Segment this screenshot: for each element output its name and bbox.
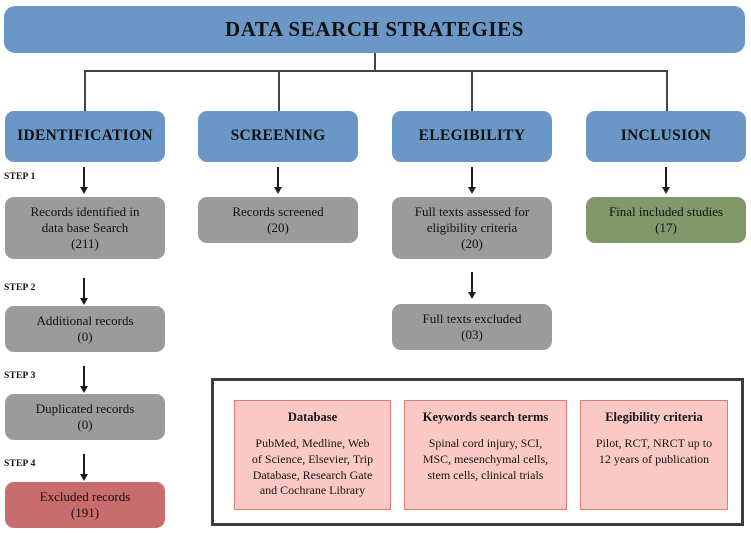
info-card-database-body: PubMed, Medline, Web of Science, Elsevie… xyxy=(252,436,373,499)
stage-inclusion-label: INCLUSION xyxy=(620,127,712,145)
box-duplicated-records: Duplicated records (0) xyxy=(5,394,165,440)
full-texts-excluded-line1: Full texts excluded xyxy=(422,311,522,327)
keywords-line2: MSC, mesenchymal cells, xyxy=(422,451,549,466)
elegibility-line2: 12 years of publication xyxy=(598,451,710,466)
connector-horizontal-bus xyxy=(84,70,667,72)
additional-records-line1: Additional records xyxy=(36,313,134,329)
info-card-keywords: Keywords search terms Spinal cord injury… xyxy=(404,400,567,510)
keywords-line1: Spinal cord injury, SCI, xyxy=(428,436,543,450)
stage-screening-label: SCREENING xyxy=(230,127,326,145)
box-full-texts-excluded: Full texts excluded (03) xyxy=(392,304,552,350)
arrow-to-records-screened xyxy=(271,167,285,194)
diagram-title: DATA SEARCH STRATEGIES xyxy=(224,16,525,41)
info-card-elegibility-criteria: Elegibility criteria Pilot, RCT, NRCT up… xyxy=(580,400,728,510)
info-card-database-title: Database xyxy=(287,410,338,424)
box-final-included-studies: Final included studies (17) xyxy=(586,197,746,243)
step-label-3: STEP 3 xyxy=(4,371,36,381)
diagram-title-banner: DATA SEARCH STRATEGIES xyxy=(4,6,745,53)
box-additional-records: Additional records (0) xyxy=(5,306,165,352)
connector-root-stem xyxy=(374,53,376,71)
full-texts-assessed-count: (20) xyxy=(461,235,483,251)
duplicated-records-line1: Duplicated records xyxy=(35,401,135,417)
info-card-database: Database PubMed, Medline, Web of Science… xyxy=(234,400,391,510)
box-records-screened: Records screened (20) xyxy=(198,197,358,243)
step-label-4: STEP 4 xyxy=(4,459,36,469)
full-texts-assessed-line2: eligibility criteria xyxy=(426,220,518,236)
box-full-texts-assessed: Full texts assessed for eligibility crit… xyxy=(392,197,552,259)
database-line4: and Cochrane Library xyxy=(259,483,366,498)
records-screened-count: (20) xyxy=(267,220,289,235)
arrow-to-full-texts-excluded xyxy=(465,272,479,299)
final-included-line1: Final included studies xyxy=(608,204,724,220)
stage-screening: SCREENING xyxy=(198,111,358,162)
excluded-records-line1: Excluded records xyxy=(39,489,131,505)
final-included-count: (17) xyxy=(655,220,677,235)
elegibility-line1: Pilot, RCT, NRCT up to xyxy=(595,436,713,450)
step-label-1: STEP 1 xyxy=(4,172,36,182)
box-records-identified: Records identified in data base Search (… xyxy=(5,197,165,259)
box-excluded-records: Excluded records (191) xyxy=(5,482,165,528)
arrow-to-full-texts-assessed xyxy=(465,167,479,194)
arrow-to-additional-records xyxy=(77,278,91,305)
full-texts-excluded-count: (03) xyxy=(461,327,483,342)
duplicated-records-count: (0) xyxy=(77,417,93,432)
records-identified-count: (211) xyxy=(71,235,99,251)
stage-elegibility-label: ELEGIBILITY xyxy=(418,127,526,145)
database-line2: of Science, Elsevier, Trip xyxy=(251,451,374,466)
keywords-line3: stem cells, clinical trials xyxy=(427,467,544,482)
info-card-elegibility-body: Pilot, RCT, NRCT up to 12 years of publi… xyxy=(596,436,712,468)
stage-identification: IDENTIFICATION xyxy=(5,111,165,162)
connector-branch-screening xyxy=(278,70,280,111)
records-identified-line1: Records identified in xyxy=(30,204,140,220)
info-card-keywords-title: Keywords search terms xyxy=(422,410,549,424)
full-texts-assessed-line1: Full texts assessed for xyxy=(414,204,530,220)
arrow-to-final-included-studies xyxy=(659,167,673,194)
excluded-records-count: (191) xyxy=(70,505,100,520)
search-details-panel: Database PubMed, Medline, Web of Science… xyxy=(211,378,744,526)
arrow-to-duplicated-records xyxy=(77,366,91,393)
arrow-to-records-identified xyxy=(77,167,91,194)
step-label-2: STEP 2 xyxy=(4,283,36,293)
stage-identification-label: IDENTIFICATION xyxy=(17,127,153,145)
connector-branch-inclusion xyxy=(666,70,668,111)
database-line1: PubMed, Medline, Web xyxy=(255,436,370,450)
stage-inclusion: INCLUSION xyxy=(586,111,746,162)
database-line3: Database, Research Gate xyxy=(252,467,373,482)
arrow-to-excluded-records xyxy=(77,454,91,481)
records-screened-line1: Records screened xyxy=(232,204,324,220)
connector-branch-identification xyxy=(84,70,86,111)
records-identified-line2: data base Search xyxy=(41,220,129,236)
additional-records-count: (0) xyxy=(77,329,93,344)
info-card-keywords-body: Spinal cord injury, SCI, MSC, mesenchyma… xyxy=(423,436,548,483)
connector-branch-elegibility xyxy=(471,70,473,111)
stage-elegibility: ELEGIBILITY xyxy=(392,111,552,162)
info-card-elegibility-title: Elegibility criteria xyxy=(605,410,703,424)
